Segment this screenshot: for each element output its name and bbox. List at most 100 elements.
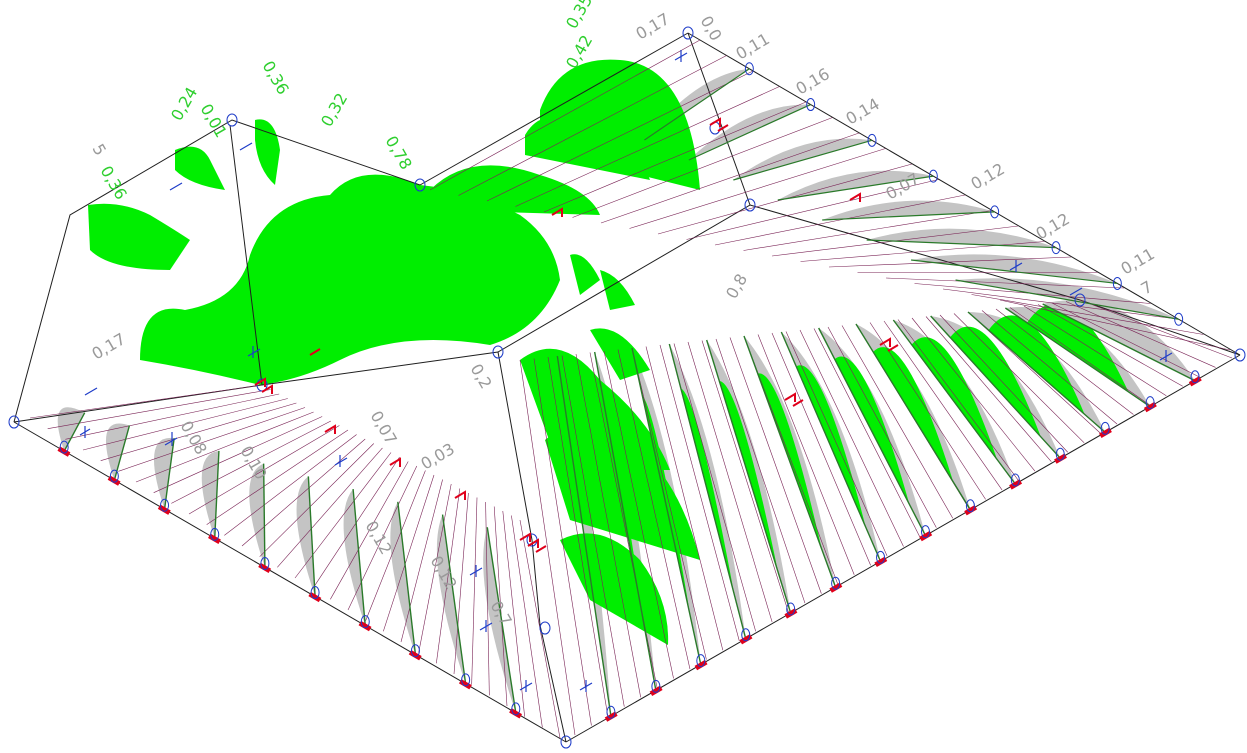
- rafter-line: [330, 461, 409, 600]
- rafter-axis: [818, 327, 927, 536]
- rafter-line: [629, 148, 886, 229]
- value-label: 0,16: [793, 64, 833, 98]
- rafter-line: [981, 310, 1118, 425]
- rafter-line: [999, 299, 1231, 351]
- node-circle-icon: [109, 469, 119, 483]
- node-circle-icon: [360, 615, 370, 629]
- value-label: 0,17: [633, 9, 673, 43]
- value-label: 0,08: [177, 418, 211, 458]
- hinge-icon: [454, 490, 466, 500]
- node-circle-icon: [786, 602, 796, 616]
- rafter-line: [241, 438, 366, 547]
- node-circle-icon: [1100, 421, 1110, 435]
- rafter-axis: [556, 355, 612, 717]
- rafter-line: [1065, 301, 1216, 368]
- value-label: 0,11: [733, 29, 773, 63]
- rafter-line: [1009, 307, 1151, 406]
- rafter-axis: [743, 335, 837, 588]
- rafter-line: [942, 288, 1178, 320]
- rafter-line: [429, 39, 701, 191]
- node-circle-icon: [8, 415, 20, 429]
- rafter-line: [828, 256, 1072, 268]
- utilization-diagram: [560, 533, 669, 645]
- utilization-diagram: [140, 174, 560, 385]
- rafter-line: [486, 70, 754, 202]
- rafter-axis: [822, 211, 995, 221]
- rafter-line: [869, 322, 986, 500]
- rafter-line: [771, 332, 871, 566]
- node-circle-icon: [160, 498, 170, 512]
- hinge-icon: [709, 117, 729, 132]
- roof-outline: [13, 32, 1241, 743]
- rafter-axis: [1042, 303, 1196, 382]
- rafter-line: [659, 344, 740, 641]
- rafter-line: [600, 132, 860, 224]
- rafter-line: [911, 317, 1036, 472]
- rafter-line: [543, 101, 807, 213]
- rafter-line: [135, 411, 314, 483]
- load-arrow-icon: [1009, 260, 1023, 272]
- rafter-line: [785, 331, 888, 557]
- rafter-line: [645, 346, 724, 651]
- rafter-axis: [967, 311, 1106, 433]
- load-arrow-icon: [239, 142, 253, 151]
- node-circle-icon: [876, 550, 886, 564]
- roof-outline-left-front: [13, 421, 567, 743]
- value-label: 0,11: [1118, 244, 1158, 278]
- rafter-line: [485, 501, 490, 696]
- value-label: 0,0: [697, 13, 726, 45]
- node-circle-icon: [492, 345, 504, 359]
- rafter-line: [800, 241, 1045, 262]
- rafter-line: [603, 350, 674, 679]
- utilization-diagram: [570, 254, 600, 295]
- rafter-line: [383, 474, 435, 632]
- moment-diagram: [57, 407, 85, 452]
- rafter-line: [224, 434, 357, 536]
- node-circle-icon: [741, 628, 751, 642]
- rafter-line: [939, 314, 1068, 453]
- rafter-line: [493, 506, 508, 707]
- utilization-diagram: [255, 119, 280, 185]
- load-arrow-icon: [1159, 350, 1173, 362]
- load-arrow-icon: [469, 565, 483, 577]
- rafter-axis: [486, 527, 517, 714]
- moment-diagram: [1042, 300, 1196, 381]
- hinge-icon: [551, 207, 563, 217]
- rafter-line: [561, 355, 625, 707]
- node-circle-icon: [920, 525, 930, 539]
- value-label: 0,24: [167, 84, 201, 124]
- rafter-line: [547, 356, 609, 717]
- rafter-axis: [930, 315, 1061, 459]
- moment-diagram: [390, 501, 416, 655]
- load-arrow-icon: [169, 182, 183, 191]
- load-arrow-icon: [84, 387, 98, 396]
- node-circle-icon: [606, 705, 616, 719]
- utilization-diagram: [175, 146, 225, 190]
- rafter-line: [701, 340, 789, 613]
- rafter-line: [995, 308, 1134, 415]
- rafter-line: [259, 443, 375, 557]
- rafter-axis: [352, 489, 366, 626]
- rafter-line: [841, 325, 954, 519]
- rafter-line: [617, 349, 691, 670]
- rafter-line: [631, 347, 707, 660]
- rafter-line: [118, 407, 306, 472]
- utilization-diagram: [545, 425, 700, 560]
- rafter-axis: [214, 450, 220, 539]
- value-label: 0,10: [237, 443, 271, 483]
- value-label: 0,07: [367, 408, 401, 448]
- hinge-icon: [309, 348, 321, 356]
- rafter-line: [1051, 302, 1200, 378]
- utilization-diagram: [911, 337, 998, 460]
- member-axes: [63, 68, 1196, 717]
- moment-diagram: [777, 170, 934, 200]
- node-circle-icon: [260, 556, 270, 570]
- rafter-axis: [593, 351, 657, 691]
- rafter-line: [673, 343, 756, 632]
- hinge-icon: [389, 457, 401, 467]
- node-circle-icon: [965, 499, 975, 513]
- roof-outline-right-front: [565, 354, 1241, 743]
- hinge-icon: [254, 377, 273, 394]
- utilization-diagram: [988, 315, 1085, 415]
- value-label: 0,78: [382, 133, 416, 173]
